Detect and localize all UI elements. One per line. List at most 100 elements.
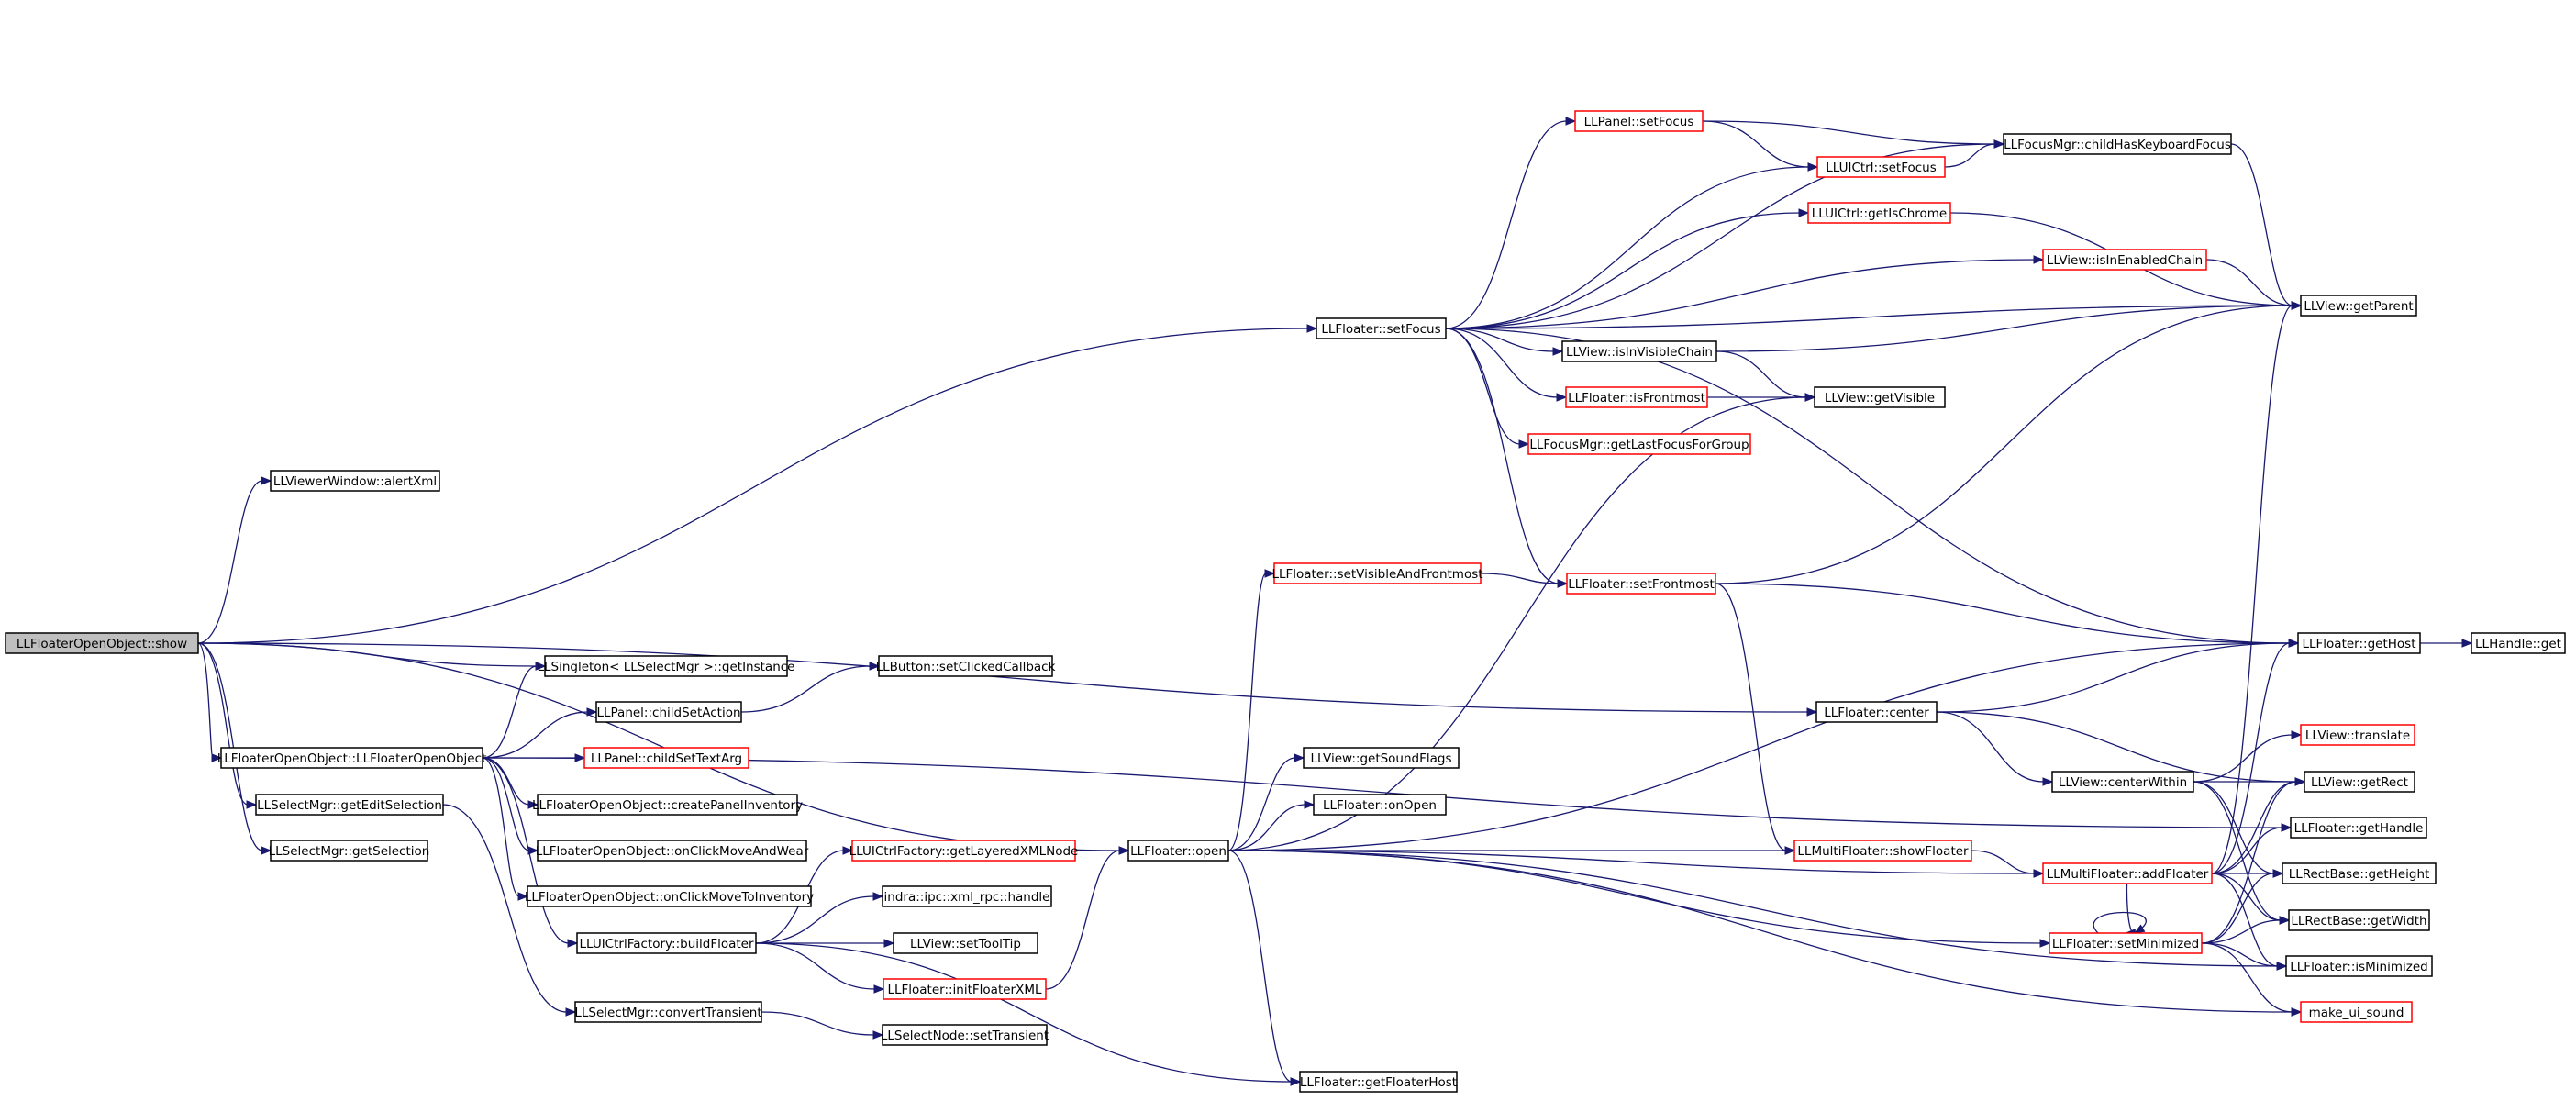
node-box[interactable] — [2300, 295, 2417, 317]
node-onClickMoveToInventory[interactable]: LLFloaterOpenObject::onClickMoveToInvent… — [525, 885, 814, 907]
node-box[interactable] — [1303, 747, 1460, 769]
node-box[interactable] — [270, 840, 428, 862]
node-box[interactable] — [2471, 632, 2566, 654]
node-showFloater[interactable]: LLMultiFloater::showFloater — [1793, 840, 1972, 862]
node-box[interactable] — [851, 840, 1076, 862]
node-box[interactable] — [595, 701, 742, 723]
node-isInVisibleChain[interactable]: LLView::isInVisibleChain — [1561, 340, 1717, 362]
node-open[interactable]: LLFloater::open — [1127, 840, 1229, 862]
node-isMinimized[interactable]: LLFloater::isMinimized — [2285, 955, 2433, 977]
node-box[interactable] — [2042, 862, 2213, 884]
node-setMinimized[interactable]: LLFloater::setMinimized — [2049, 932, 2203, 954]
node-setClickedCallback[interactable]: LLButton::setClickedCallback — [876, 655, 1056, 677]
node-box[interactable] — [537, 794, 798, 816]
node-box[interactable] — [574, 1001, 762, 1023]
node-panelSetFocus[interactable]: LLPanel::setFocus — [1574, 110, 1704, 132]
node-box[interactable] — [2297, 632, 2421, 654]
node-box[interactable] — [1574, 110, 1704, 132]
node-box[interactable] — [537, 840, 807, 862]
node-box[interactable] — [1565, 386, 1708, 408]
node-onClickMoveAndWear[interactable]: LLFloaterOpenObject::onClickMoveAndWear — [536, 840, 809, 862]
node-getHandle[interactable]: LLFloater::getHandle — [2290, 817, 2427, 839]
node-box[interactable] — [2042, 249, 2207, 271]
node-box[interactable] — [220, 747, 483, 769]
node-onOpen[interactable]: LLFloater::onOpen — [1313, 794, 1447, 816]
node-box[interactable] — [1561, 340, 1717, 362]
node-xmlrpcHandle[interactable]: indra::ipc::xml_rpc::handle — [882, 885, 1052, 907]
node-box[interactable] — [1127, 840, 1229, 862]
node-setFocus[interactable]: LLFloater::setFocus — [1316, 317, 1447, 339]
node-center[interactable]: LLFloater::center — [1815, 701, 1938, 723]
node-show[interactable]: LLFloaterOpenObject::show — [5, 632, 199, 654]
node-box[interactable] — [576, 932, 757, 954]
node-ctor[interactable]: LLFloaterOpenObject::LLFloaterOpenObject — [217, 747, 487, 769]
node-addFloater[interactable]: LLMultiFloater::addFloater — [2042, 862, 2213, 884]
node-box[interactable] — [1814, 386, 1946, 408]
node-box[interactable] — [5, 632, 199, 654]
node-getRect[interactable]: LLView::getRect — [2304, 771, 2415, 793]
node-convertTransient[interactable]: LLSelectMgr::convertTransient — [574, 1001, 762, 1023]
node-box[interactable] — [1273, 562, 1482, 584]
node-box[interactable] — [882, 885, 1052, 907]
node-setToolTip[interactable]: LLView::setToolTip — [893, 932, 1038, 954]
node-getVisible[interactable]: LLView::getVisible — [1814, 386, 1946, 408]
node-handleGet[interactable]: LLHandle::get — [2471, 632, 2566, 654]
node-box[interactable] — [527, 885, 812, 907]
node-box[interactable] — [2049, 932, 2203, 954]
node-isFrontmost[interactable]: LLFloater::isFrontmost — [1565, 386, 1708, 408]
node-box[interactable] — [1807, 202, 1951, 224]
node-getParent[interactable]: LLView::getParent — [2300, 295, 2417, 317]
node-box[interactable] — [583, 747, 749, 769]
node-translate[interactable]: LLView::translate — [2300, 724, 2415, 746]
node-getWidth[interactable]: LLRectBase::getWidth — [2288, 909, 2430, 931]
node-getInstance[interactable]: LLSingleton< LLSelectMgr >::getInstance — [537, 655, 795, 677]
node-box[interactable] — [2003, 133, 2232, 155]
node-setTransient[interactable]: LLSelectNode::setTransient — [881, 1024, 1049, 1046]
node-initFloaterXML[interactable]: LLFloater::initFloaterXML — [883, 978, 1047, 1000]
node-box[interactable] — [544, 655, 788, 677]
node-box[interactable] — [1316, 317, 1447, 339]
node-isInEnabledChain[interactable]: LLView::isInEnabledChain — [2042, 249, 2207, 271]
node-box[interactable] — [2051, 771, 2194, 793]
node-childSetAction[interactable]: LLPanel::childSetAction — [595, 701, 742, 723]
node-getSoundFlags[interactable]: LLView::getSoundFlags — [1303, 747, 1460, 769]
node-getLastFocusForGroup[interactable]: LLFocusMgr::getLastFocusForGroup — [1527, 433, 1751, 455]
node-box[interactable] — [1566, 573, 1716, 595]
node-box[interactable] — [883, 978, 1047, 1000]
node-box[interactable] — [2282, 862, 2437, 884]
node-getFloaterHost[interactable]: LLFloater::getFloaterHost — [1299, 1071, 1458, 1093]
node-box[interactable] — [2300, 724, 2415, 746]
node-box[interactable] — [2304, 771, 2415, 793]
node-makeUiSound[interactable]: make_ui_sound — [2300, 1001, 2413, 1023]
node-box[interactable] — [878, 655, 1053, 677]
node-getLayeredXMLNode[interactable]: LLUICtrlFactory::getLayeredXMLNode — [849, 840, 1079, 862]
node-box[interactable] — [255, 794, 444, 816]
node-box[interactable] — [1527, 433, 1751, 455]
node-box[interactable] — [2300, 1001, 2413, 1023]
node-box[interactable] — [2288, 909, 2430, 931]
node-box[interactable] — [270, 470, 440, 492]
node-setFrontmost[interactable]: LLFloater::setFrontmost — [1566, 573, 1716, 595]
node-uictrlSetFocus[interactable]: LLUICtrl::setFocus — [1816, 156, 1946, 178]
node-box[interactable] — [1793, 840, 1972, 862]
node-centerWithin[interactable]: LLView::centerWithin — [2051, 771, 2194, 793]
node-getEditSelection[interactable]: LLSelectMgr::getEditSelection — [255, 794, 444, 816]
node-getHost[interactable]: LLFloater::getHost — [2297, 632, 2421, 654]
node-createPanelInventory[interactable]: LLFloaterOpenObject::createPanelInventor… — [532, 794, 803, 816]
node-box[interactable] — [1299, 1071, 1458, 1093]
node-box[interactable] — [1815, 701, 1938, 723]
node-box[interactable] — [1816, 156, 1946, 178]
node-box[interactable] — [2290, 817, 2427, 839]
node-childHasKeyboardFocus[interactable]: LLFocusMgr::childHasKeyboardFocus — [2003, 133, 2232, 155]
node-box[interactable] — [882, 1024, 1048, 1046]
node-box[interactable] — [1313, 794, 1447, 816]
node-alertXml[interactable]: LLViewerWindow::alertXml — [270, 470, 440, 492]
node-childSetTextArg[interactable]: LLPanel::childSetTextArg — [583, 747, 749, 769]
node-box[interactable] — [893, 932, 1038, 954]
node-getHeight[interactable]: LLRectBase::getHeight — [2282, 862, 2437, 884]
node-box[interactable] — [2285, 955, 2433, 977]
node-getIsChrome[interactable]: LLUICtrl::getIsChrome — [1807, 202, 1951, 224]
node-buildFloater[interactable]: LLUICtrlFactory::buildFloater — [576, 932, 757, 954]
node-getSelection[interactable]: LLSelectMgr::getSelection — [269, 840, 430, 862]
node-setVisibleAndFrontmost[interactable]: LLFloater::setVisibleAndFrontmost — [1271, 562, 1483, 584]
